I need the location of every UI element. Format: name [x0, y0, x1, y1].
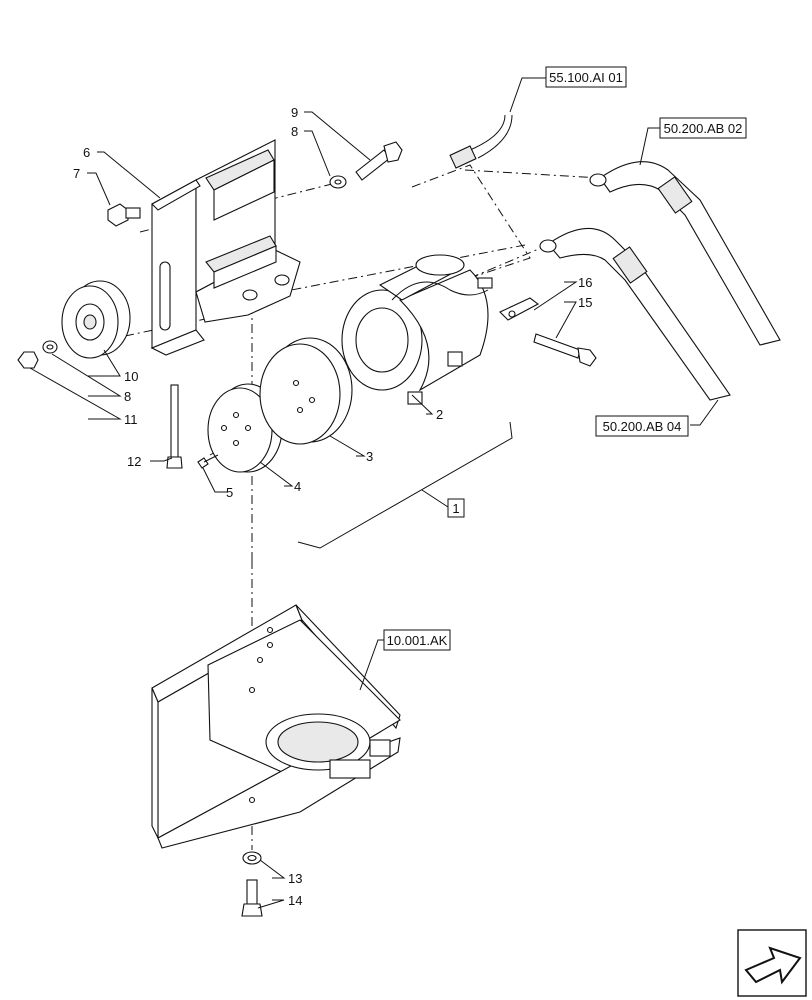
hose-50200-ab-04 [539, 227, 731, 401]
callout-12: 12 [127, 454, 141, 469]
svg-text:1: 1 [452, 501, 459, 516]
callout-7: 7 [73, 166, 80, 181]
ref-box-55100[interactable]: 55.100.AI 01 [545, 66, 627, 88]
idler-pulley [61, 280, 131, 359]
bolt-14 [241, 879, 263, 917]
callout-3: 3 [366, 449, 373, 464]
bolt-15 [533, 333, 597, 367]
clip-16 [499, 297, 540, 321]
assembly-bracket-1 [297, 421, 513, 549]
callout-16: 16 [578, 275, 592, 290]
svg-text:55.100.AI 01: 55.100.AI 01 [549, 70, 623, 85]
callout-14: 14 [288, 893, 302, 908]
washer-13 [242, 851, 262, 865]
pulley-3 [259, 337, 353, 445]
leader-lines [29, 111, 578, 909]
callout-5: 5 [226, 485, 233, 500]
callout-15: 15 [578, 295, 592, 310]
washer-8-top [329, 175, 347, 189]
callout-2: 2 [436, 407, 443, 422]
callout-8-top: 8 [291, 124, 298, 139]
hose-50200-ab-02 [589, 161, 781, 346]
bolt-7 [107, 203, 141, 227]
callout-10: 10 [124, 369, 138, 384]
callout-11: 11 [124, 412, 138, 427]
bolt-9 [355, 141, 403, 181]
svg-text:50.200.AB 02: 50.200.AB 02 [664, 121, 743, 136]
callout-labels: 2 3 4 5 6 7 8 8 9 10 11 12 13 14 15 16 [73, 105, 592, 908]
ref-box-50200-02[interactable]: 50.200.AB 02 [659, 117, 747, 139]
callout-13: 13 [288, 871, 302, 886]
callout-8-lower: 8 [124, 389, 131, 404]
ref-box-50200-04[interactable]: 50.200.AB 04 [595, 415, 689, 437]
long-bolt-12 [166, 384, 183, 469]
next-page-arrow-icon[interactable] [737, 929, 807, 997]
svg-text:50.200.AB 04: 50.200.AB 04 [603, 419, 682, 434]
ref-box-10001[interactable]: 10.001.AK [383, 629, 451, 651]
washer-8-lower [42, 340, 58, 354]
mounting-bracket [150, 139, 301, 356]
harness-55100 [449, 114, 513, 169]
svg-text:10.001.AK: 10.001.AK [387, 633, 448, 648]
base-frame [151, 604, 401, 849]
callout-6: 6 [83, 145, 90, 160]
nut-11 [17, 351, 39, 369]
ref-box-1: 1 [447, 498, 465, 518]
callout-9: 9 [291, 105, 298, 120]
screw-5 [197, 454, 219, 469]
compressor [341, 254, 493, 405]
callout-4: 4 [294, 479, 301, 494]
